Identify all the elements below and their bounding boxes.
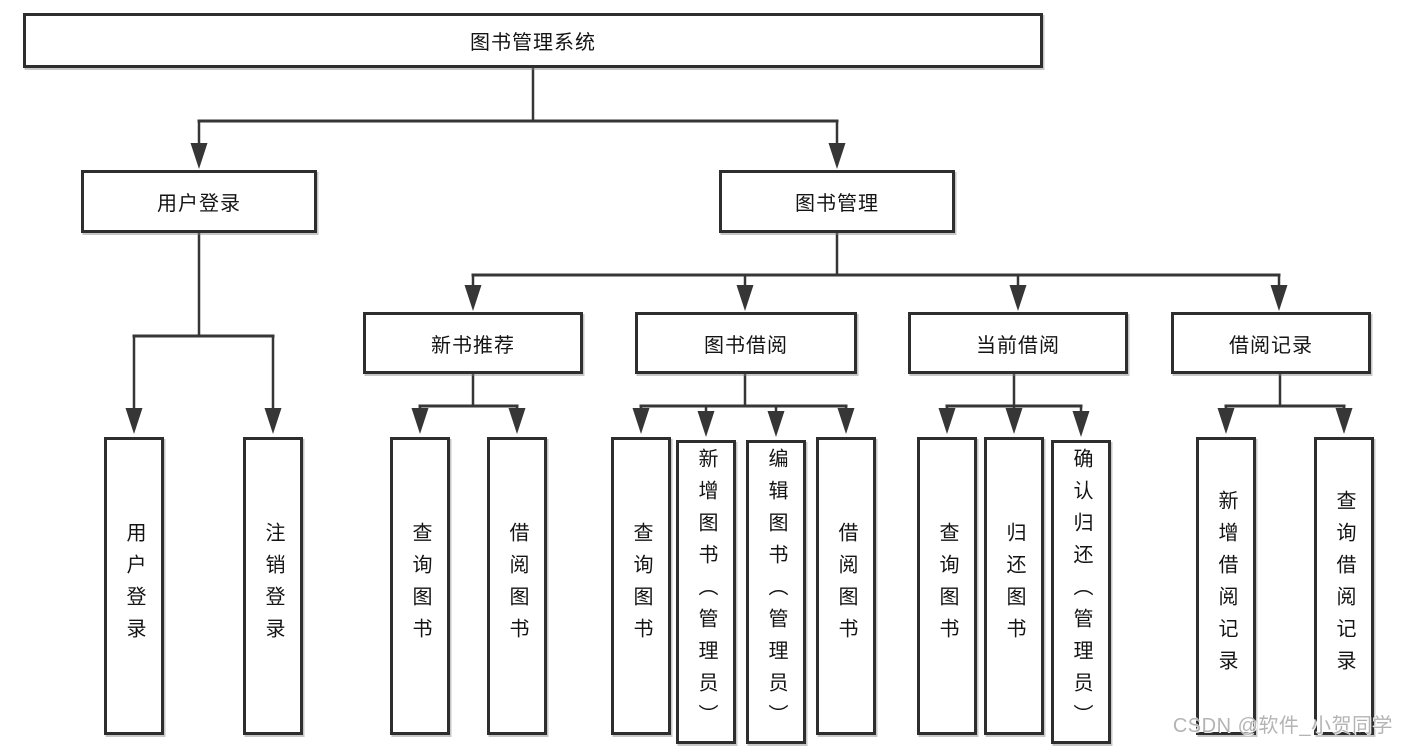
leaf-confirm-return-admin: 确认归还︵管理员︶ bbox=[1051, 440, 1111, 744]
leaf-query-books-current: 查询图书 bbox=[917, 437, 977, 735]
node-user-login: 用户登录 bbox=[81, 170, 317, 233]
leaf-borrow-books: 借阅图书 bbox=[816, 437, 876, 735]
connectors-root-to-level2 bbox=[190, 68, 846, 169]
leaf-add-borrow-record: 新增借阅记录 bbox=[1196, 437, 1256, 735]
connectors-current-borrow-to-leaves bbox=[938, 374, 1090, 437]
node-label: 用户登录 bbox=[157, 193, 241, 215]
leaf-borrow-books-recommend: 借阅图书 bbox=[487, 437, 547, 735]
leaf-return-book: 归还图书 bbox=[984, 437, 1044, 735]
node-label: 查询借阅记录 bbox=[1333, 490, 1355, 682]
csdn-watermark: CSDN @软件_小贺同学 bbox=[1172, 715, 1393, 737]
node-label: 新增图书︵管理员︶ bbox=[695, 448, 717, 736]
node-label: 归还图书 bbox=[1003, 522, 1025, 650]
node-label: 查询图书 bbox=[936, 522, 958, 650]
node-label: 查询图书 bbox=[630, 522, 652, 650]
node-library-management-system: 图书管理系统 bbox=[23, 13, 1043, 68]
leaf-query-borrow-record: 查询借阅记录 bbox=[1314, 437, 1374, 735]
node-new-book-recommend: 新书推荐 bbox=[363, 312, 583, 374]
node-label: 借阅图书 bbox=[506, 522, 528, 650]
leaf-user-login: 用户登录 bbox=[104, 437, 164, 735]
connectors-book-management-to-level3 bbox=[464, 233, 1288, 311]
node-current-borrow: 当前借阅 bbox=[908, 312, 1128, 374]
connectors-new-books-to-leaves bbox=[411, 374, 526, 434]
connectors-user-login-to-leaves bbox=[125, 233, 282, 434]
node-book-borrow: 图书借阅 bbox=[635, 312, 857, 374]
leaf-query-books-borrow: 查询图书 bbox=[611, 437, 671, 735]
node-label: 确认归还︵管理员︶ bbox=[1070, 448, 1092, 736]
connectors-book-borrow-to-leaves bbox=[632, 374, 855, 437]
leaf-edit-book-admin: 编辑图书︵管理员︶ bbox=[746, 440, 806, 744]
node-label: 图书管理 bbox=[795, 193, 879, 215]
node-label: 当前借阅 bbox=[976, 334, 1060, 357]
node-label: 编辑图书︵管理员︶ bbox=[765, 448, 787, 736]
node-label: 借阅记录 bbox=[1229, 334, 1313, 357]
node-label: 图书借阅 bbox=[704, 334, 788, 357]
leaf-add-book-admin: 新增图书︵管理员︶ bbox=[676, 440, 736, 744]
leaf-query-books-recommend: 查询图书 bbox=[390, 437, 450, 735]
leaf-logout: 注销登录 bbox=[243, 437, 303, 735]
node-label: 新增借阅记录 bbox=[1215, 490, 1237, 682]
node-label: 注销登录 bbox=[262, 522, 284, 650]
node-label: 新书推荐 bbox=[431, 334, 515, 357]
connectors-borrow-records-to-leaves bbox=[1217, 374, 1353, 434]
node-borrow-records: 借阅记录 bbox=[1171, 312, 1371, 374]
node-label: 用户登录 bbox=[123, 522, 145, 650]
node-label: 借阅图书 bbox=[835, 522, 857, 650]
node-label: 图书管理系统 bbox=[470, 32, 596, 54]
node-book-management: 图书管理 bbox=[719, 170, 955, 233]
node-label: 查询图书 bbox=[409, 522, 431, 650]
